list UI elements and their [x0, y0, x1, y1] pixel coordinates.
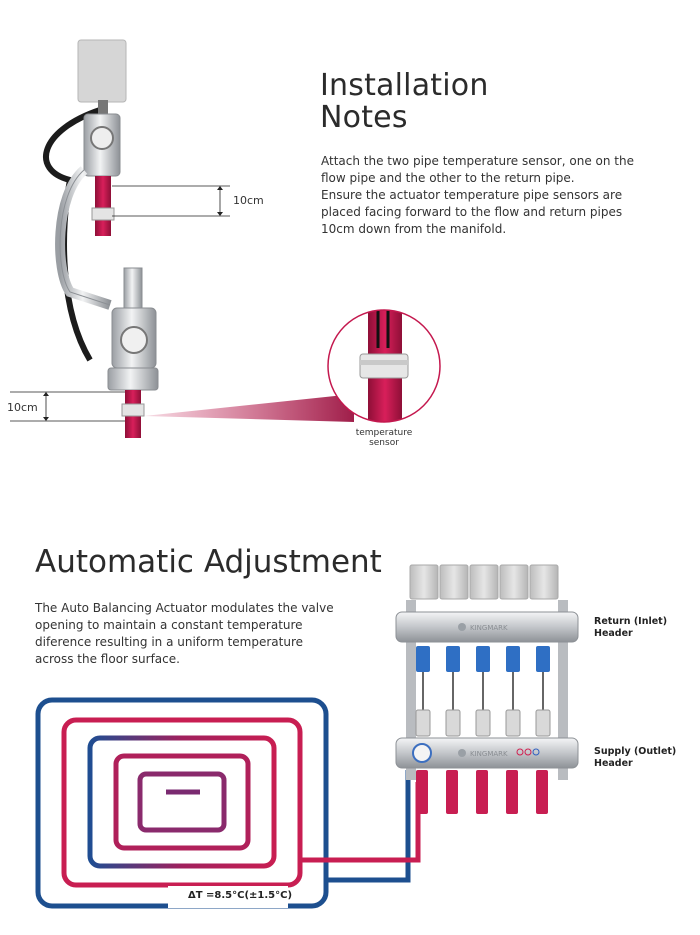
adjust-text-line: across the floor surface.: [35, 652, 180, 666]
adjust-text: The Auto Balancing Actuator modulates th…: [35, 600, 355, 668]
adjust-title: Automatic Adjustment: [35, 544, 382, 580]
measure-label-lower: 10cm: [7, 401, 38, 414]
install-title-line2: Notes: [320, 100, 408, 135]
install-text: Attach the two pipe temperature sensor, …: [321, 153, 651, 238]
supply-header-bar: [395, 737, 579, 769]
install-text-line: Attach the two pipe temperature sensor, …: [321, 154, 634, 168]
upper-red-pipe: [95, 176, 111, 236]
install-title: Installation Notes: [320, 70, 489, 134]
sensor-installation-illustration: [10, 39, 354, 438]
supply-header-label: Supply (Outlet) Header: [594, 746, 676, 770]
supply-label-line2: Header: [594, 758, 633, 769]
supply-brand-mark: KINGMARK: [470, 750, 508, 758]
return-brand-mark: KINGMARK: [470, 624, 508, 632]
actuator-row: [409, 564, 559, 600]
install-text-line: 10cm down from the manifold.: [321, 222, 507, 236]
install-text-line: flow pipe and the other to the return pi…: [321, 171, 575, 185]
sensor-label: temperature sensor: [348, 428, 420, 448]
sensor-label-line2: sensor: [369, 438, 399, 448]
actuator-head: [77, 39, 127, 103]
upper-sensor-clip: [91, 207, 115, 221]
install-text-line: placed facing forward to the flow and re…: [321, 205, 623, 219]
return-header-bar: [395, 611, 579, 643]
manifold-illustration: KINGMARK KINGMARK: [395, 564, 579, 814]
sensor-label-line1: temperature: [355, 428, 413, 438]
return-label-line1: Return (Inlet): [594, 616, 668, 627]
measure-label-upper: 10cm: [233, 194, 264, 207]
supply-label-line1: Supply (Outlet): [594, 746, 677, 757]
return-header-label: Return (Inlet) Header: [594, 616, 667, 640]
adjust-text-line: opening to maintain a constant temperatu…: [35, 618, 303, 632]
lower-sensor-clip: [121, 403, 145, 417]
return-label-line2: Header: [594, 628, 633, 639]
install-title-line1: Installation: [320, 68, 489, 103]
adjust-text-line: diference resulting in a uniform tempera…: [35, 635, 304, 649]
delta-t-label: ΔT =8.5°C(±1.5°C): [180, 889, 301, 902]
install-text-line: Ensure the actuator temperature pipe sen…: [321, 188, 623, 202]
sensor-zoom-circle: [327, 309, 441, 423]
adjust-text-line: The Auto Balancing Actuator modulates th…: [35, 601, 334, 615]
floor-heating-loop: [35, 697, 421, 909]
